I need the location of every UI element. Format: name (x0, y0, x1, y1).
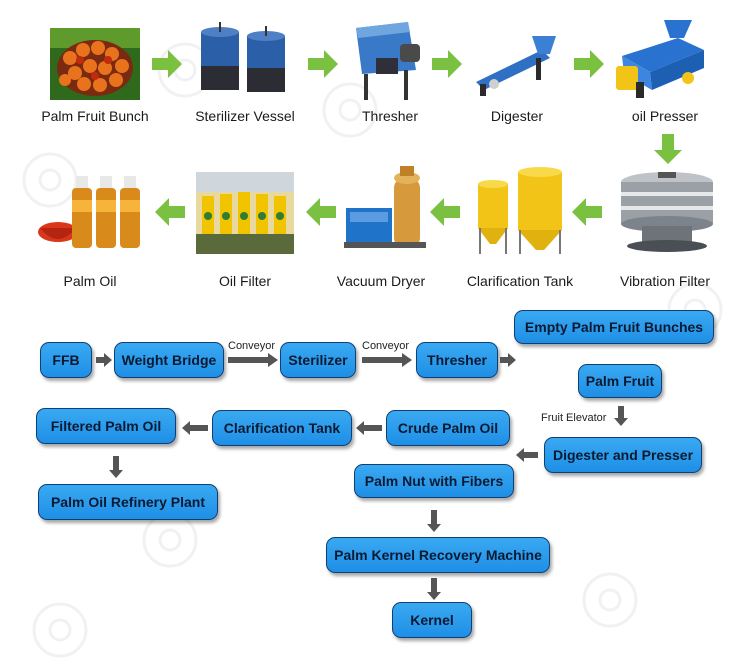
step-label: Palm Fruit Bunch (41, 108, 149, 124)
node-digester-presser: Digester and Presser (544, 437, 702, 473)
oil-filter-image (196, 172, 294, 254)
step-label: Vibration Filter (619, 273, 710, 289)
clarification-tank-image (478, 167, 562, 254)
node-filtered-oil: Filtered Palm Oil (36, 408, 176, 444)
node-weight-bridge: Weight Bridge (114, 342, 224, 378)
dark-arrow-right-icon (228, 353, 278, 367)
dark-arrow-right-icon (362, 353, 412, 367)
dark-arrow-down-icon (427, 578, 441, 600)
sterilizer-vessel-image (201, 22, 285, 92)
green-arrow-right-icon (152, 50, 182, 78)
node-kernel: Kernel (392, 602, 472, 638)
dark-arrow-down-icon (109, 456, 123, 478)
dark-arrow-down-icon (614, 406, 628, 426)
conveyor-label: Conveyor (362, 340, 410, 352)
green-arrow-left-icon (155, 198, 185, 226)
node-empty-bunches: Empty Palm Fruit Bunches (514, 310, 714, 344)
vibration-filter-image (621, 172, 713, 252)
watermark-logo (322, 82, 378, 138)
dark-arrow-right-icon (500, 353, 516, 367)
node-thresher: Thresher (416, 342, 498, 378)
watermark-logo (32, 602, 88, 658)
palm-oil-image (38, 176, 140, 248)
node-ffb: FFB (40, 342, 92, 378)
palm-fruit-bunch-image (50, 28, 140, 100)
green-arrow-down-icon (654, 134, 682, 164)
dark-arrow-left-icon (182, 421, 208, 435)
node-sterilizer: Sterilizer (280, 342, 356, 378)
dark-arrow-down-icon (427, 510, 441, 532)
step-label: Palm Oil (63, 273, 117, 289)
node-nut-fibers: Palm Nut with Fibers (354, 464, 514, 498)
fruit-elevator-label: Fruit Elevator (541, 412, 607, 424)
dark-arrow-left-icon (356, 421, 382, 435)
digester-image (476, 36, 556, 96)
green-arrow-right-icon (574, 50, 604, 78)
green-arrow-left-icon (306, 198, 336, 226)
oil-presser-image (616, 20, 704, 98)
green-arrow-right-icon (308, 50, 338, 78)
step-label: Thresher (361, 108, 419, 124)
conveyor-label: Conveyor (228, 340, 276, 352)
step-label: oil Presser (631, 108, 699, 124)
node-kernel-recovery: Palm Kernel Recovery Machine (326, 537, 550, 573)
node-refinery: Palm Oil Refinery Plant (38, 484, 218, 520)
green-arrow-left-icon (430, 198, 460, 226)
node-palm-fruit: Palm Fruit (578, 364, 662, 398)
step-label: Sterilizer Vessel (195, 108, 295, 124)
thresher-image (356, 22, 420, 100)
green-arrow-right-icon (432, 50, 462, 78)
vacuum-dryer-image (344, 166, 426, 248)
dark-arrow-left-icon (516, 448, 538, 462)
watermark-logo (582, 572, 638, 628)
step-label: Digester (490, 108, 544, 124)
dark-arrow-right-icon (96, 353, 112, 367)
node-crude-oil: Crude Palm Oil (386, 410, 510, 446)
green-arrow-left-icon (572, 198, 602, 226)
node-clarification-tank: Clarification Tank (212, 410, 352, 446)
step-label: Clarification Tank (466, 273, 574, 289)
step-label: Oil Filter (218, 273, 272, 289)
step-label: Vacuum Dryer (336, 273, 426, 289)
